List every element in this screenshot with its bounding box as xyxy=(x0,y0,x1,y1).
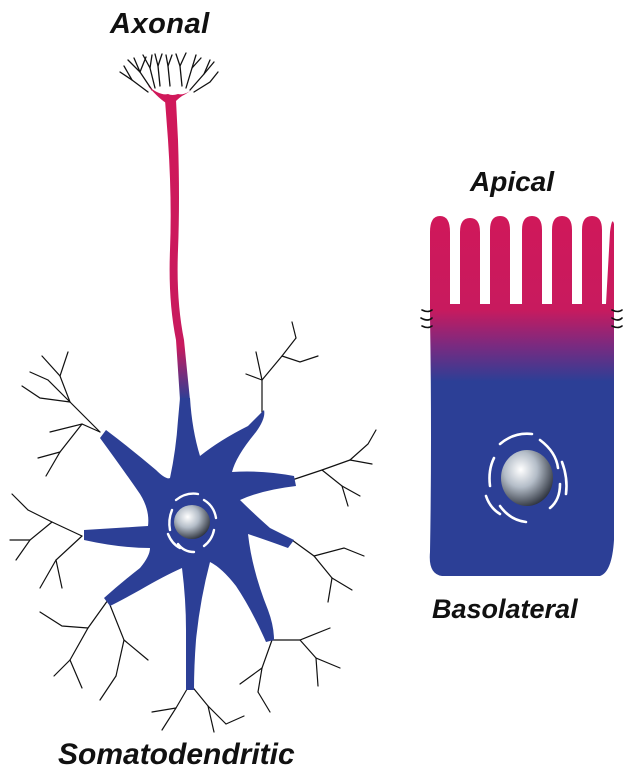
neuron xyxy=(10,53,376,732)
label-basolateral: Basolateral xyxy=(432,596,578,623)
label-apical: Apical xyxy=(470,168,554,196)
neuron-nucleus xyxy=(174,505,210,539)
soma-body xyxy=(84,398,296,690)
label-somatodendritic: Somatodendritic xyxy=(58,740,295,770)
axon-terminal-branches xyxy=(120,53,218,92)
label-axonal: Axonal xyxy=(110,10,210,39)
epithelial-nucleus xyxy=(501,450,553,506)
epithelial-cell xyxy=(421,216,622,576)
axon-shaft xyxy=(165,98,190,400)
